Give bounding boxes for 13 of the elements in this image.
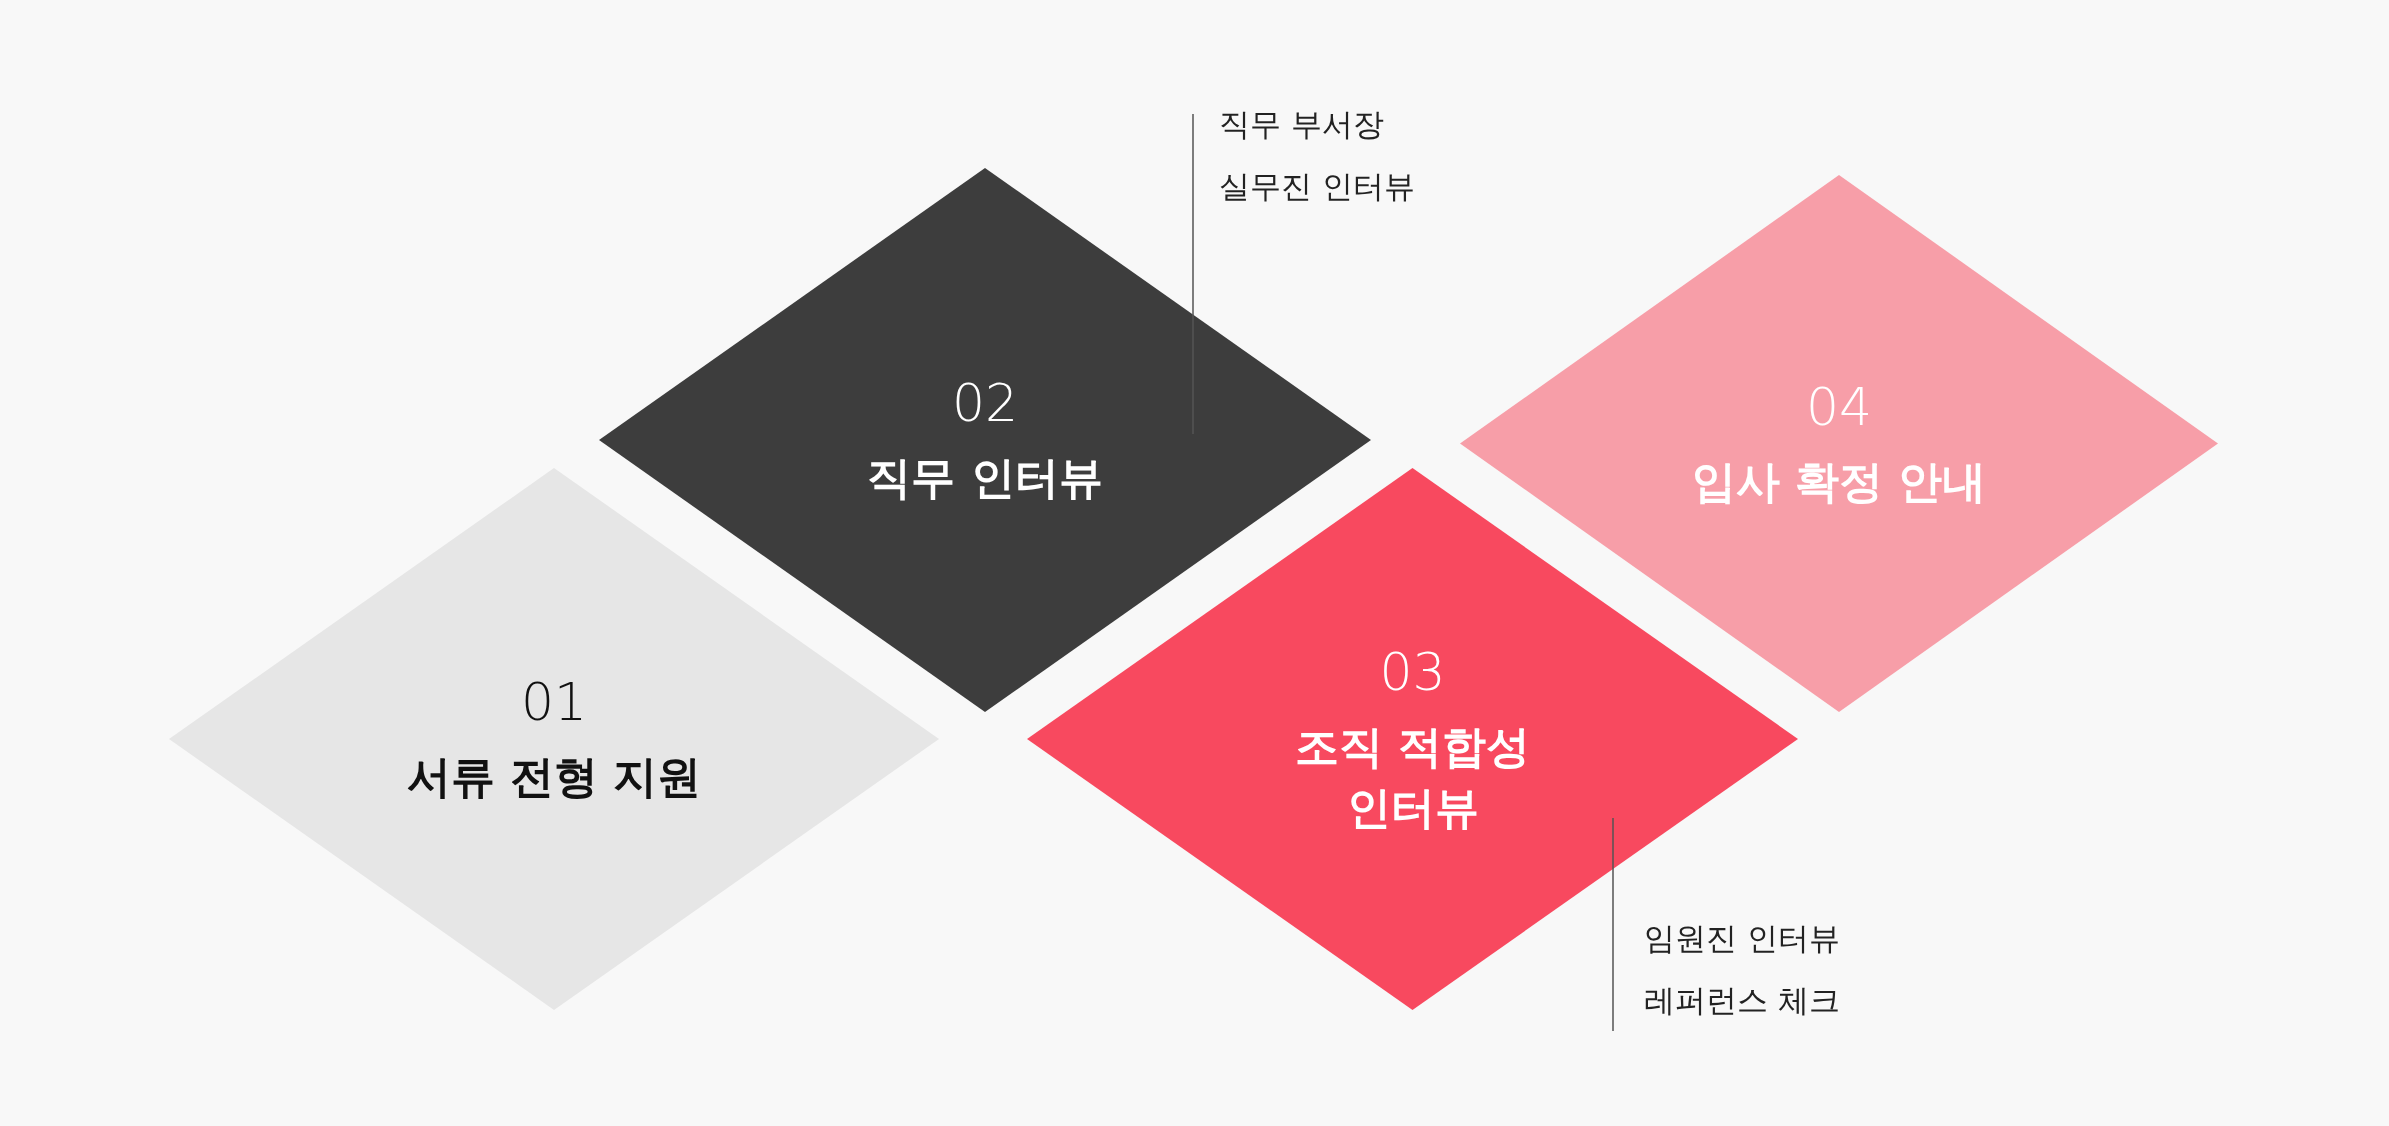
- step-title: 서류 전형 지원: [405, 750, 703, 805]
- step-number: 02: [951, 372, 1019, 436]
- note-text: 실무진 인터뷰: [1219, 167, 1415, 206]
- step-title: 조직 적합성 인터뷰: [1293, 720, 1532, 835]
- step-number: 04: [1805, 375, 1873, 439]
- note-text: 레퍼런스 체크: [1644, 981, 1840, 1020]
- note-text: 직무 부서장: [1219, 105, 1385, 144]
- step-number: 03: [1379, 641, 1446, 704]
- step-title: 입사 확정 안내: [1690, 454, 1988, 509]
- note-text: 임원진 인터뷰: [1644, 919, 1840, 958]
- step-title: 직무 인터뷰: [866, 451, 1104, 506]
- step-number: 01: [520, 671, 588, 735]
- diamond: [1460, 175, 2218, 712]
